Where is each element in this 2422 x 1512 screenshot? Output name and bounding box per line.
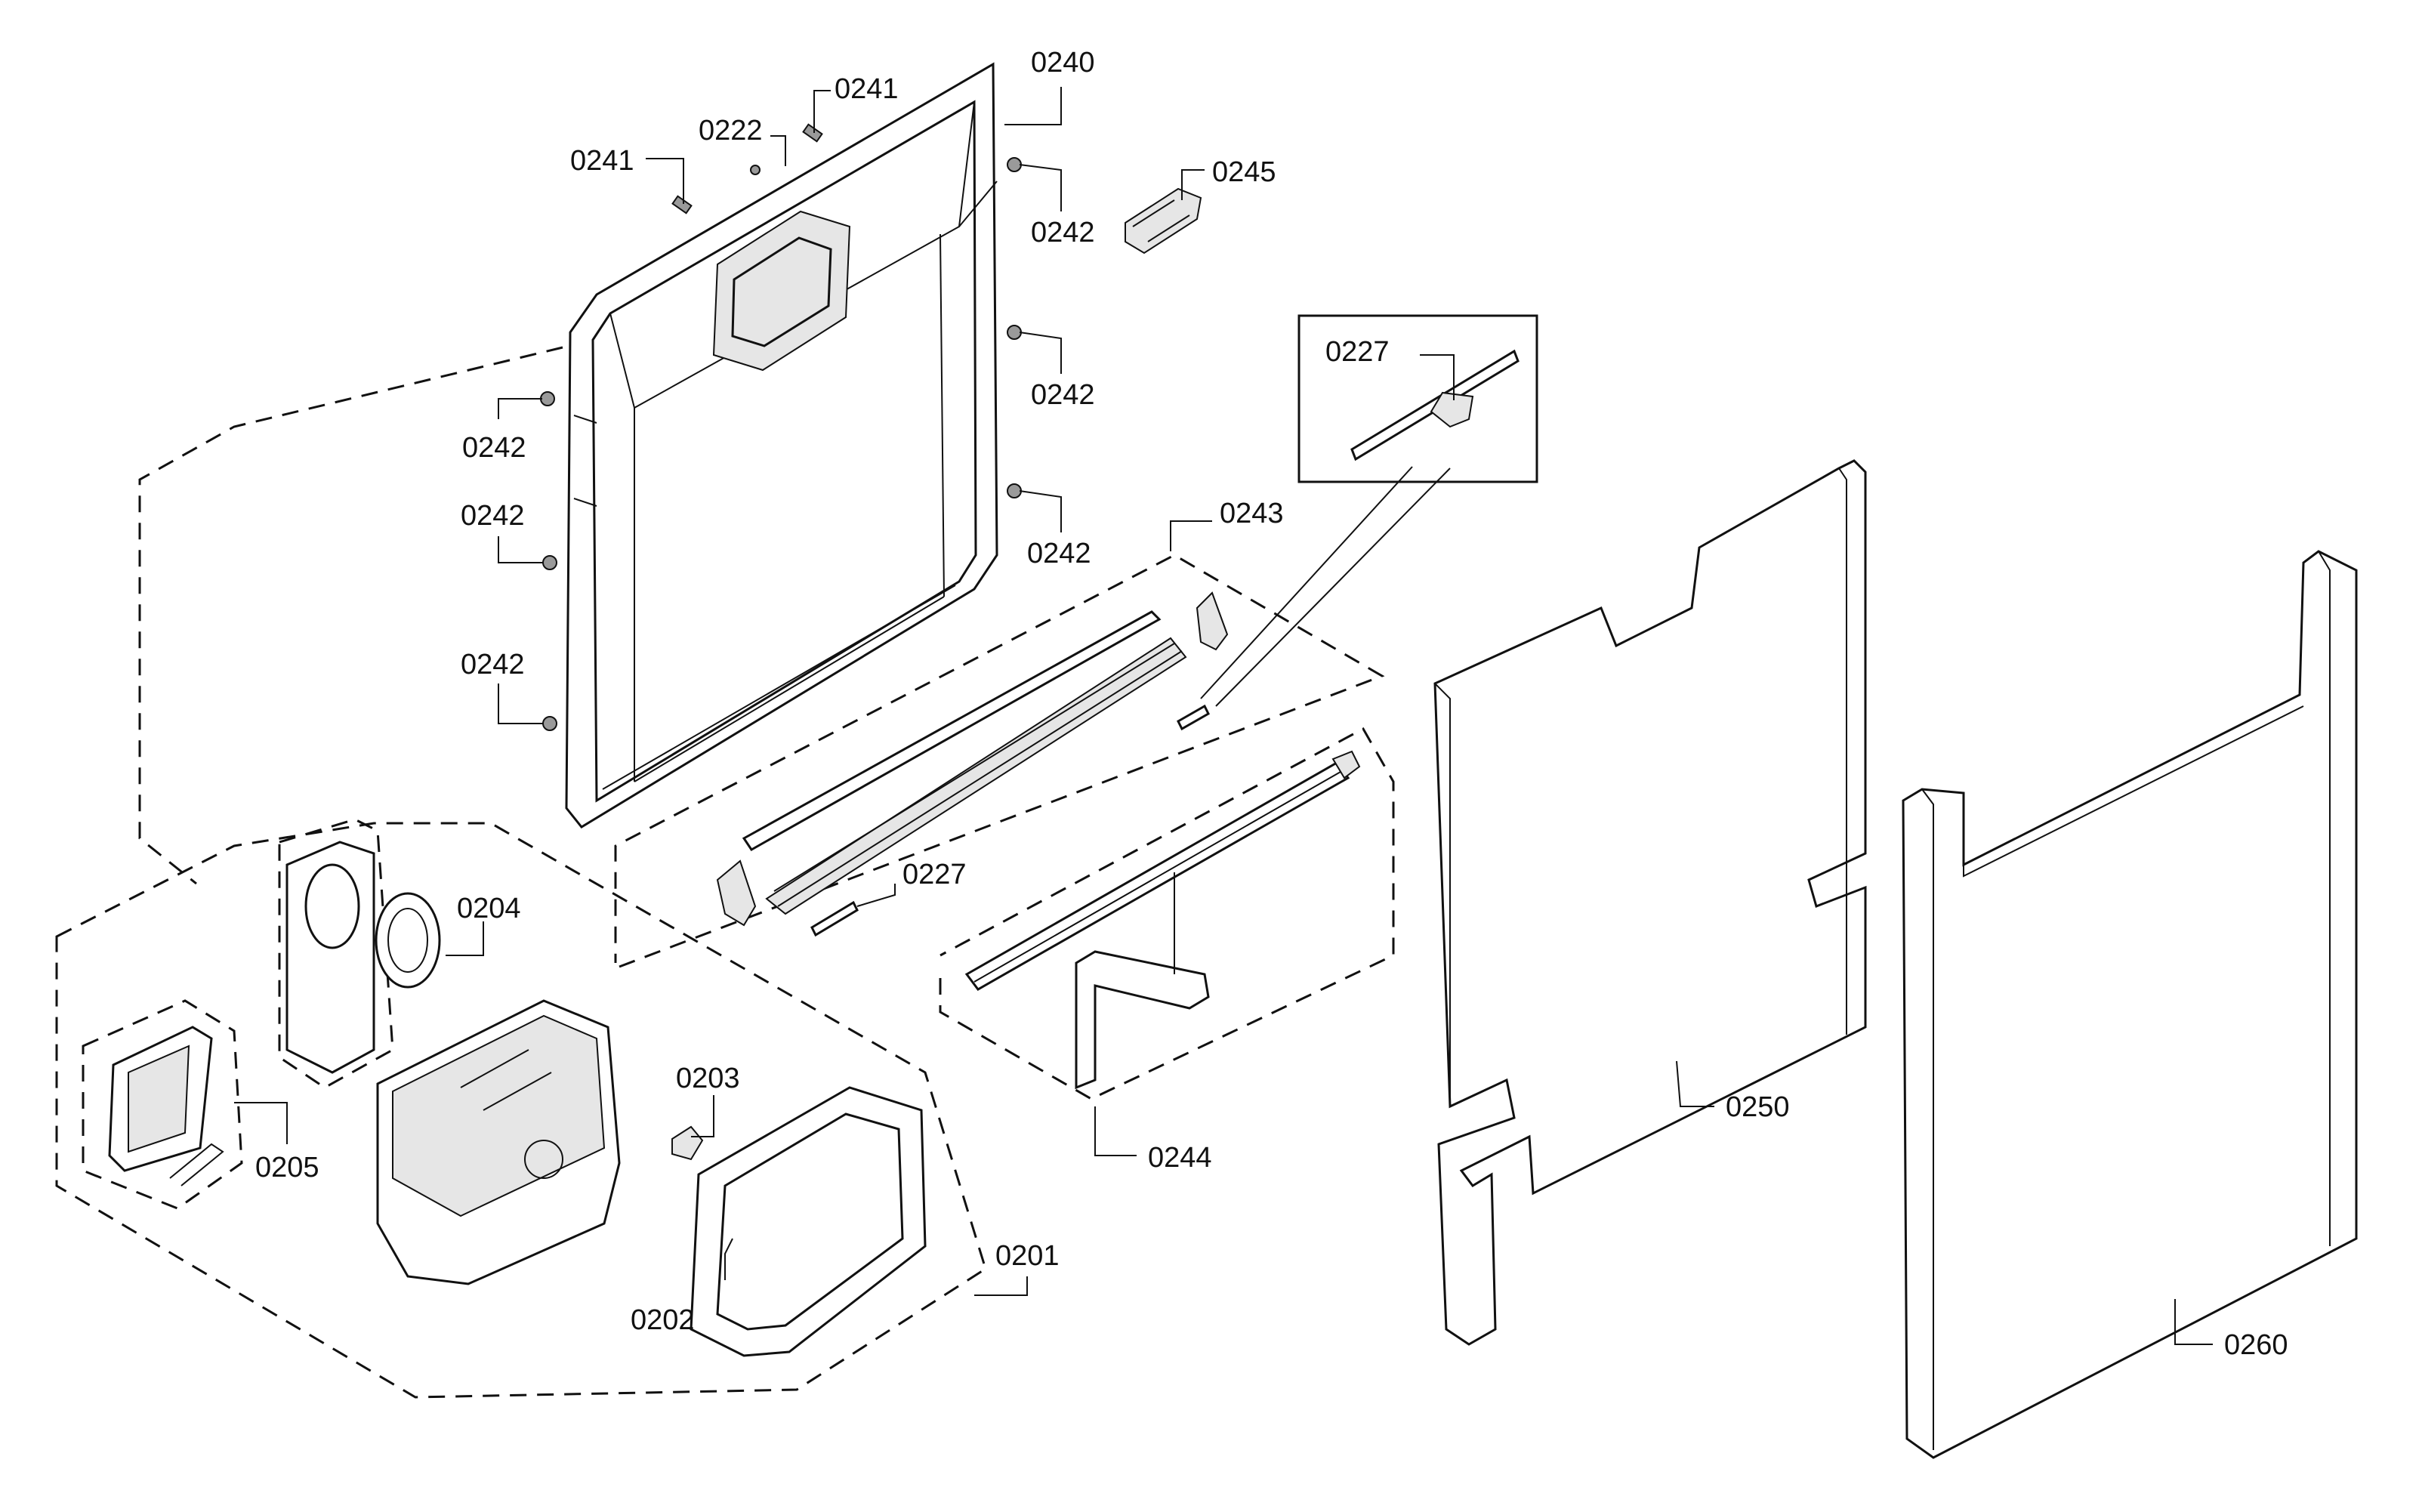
- assembly-outlines: [55, 346, 1395, 1399]
- screw-0241-top: [802, 123, 823, 143]
- label-0205: 0205: [255, 1152, 319, 1183]
- display-bracket-0204: [285, 841, 375, 1074]
- screw-0242-r2: [1007, 325, 1022, 340]
- label-0227-detail: 0227: [1325, 336, 1390, 368]
- detail-box-0227: [1200, 314, 1538, 707]
- screw-0241-left: [671, 195, 693, 214]
- inner-door-panel-0240: [565, 62, 998, 829]
- label-0242-l2: 0242: [461, 500, 525, 532]
- label-0241-left: 0241: [570, 145, 634, 177]
- leader-lines: [234, 87, 2213, 1345]
- bracket-left: [716, 859, 757, 927]
- seal-ring-0204: [375, 892, 441, 989]
- rail-group-0243: [716, 591, 1229, 937]
- screw-0222: [750, 165, 761, 175]
- detergent-dispenser-opening: [712, 210, 851, 372]
- label-0242-r2: 0242: [1031, 379, 1095, 411]
- screw-0242-l3: [542, 716, 557, 731]
- screw-0242-r3: [1007, 483, 1022, 498]
- control-panel-group-0201: [108, 841, 927, 1357]
- label-0222: 0222: [699, 115, 763, 147]
- bracket-right: [1196, 591, 1229, 651]
- callout-labels: 0240 0241 0222 0241 0245 0242 0242 0242 …: [255, 47, 2288, 1361]
- label-0243: 0243: [1220, 498, 1284, 529]
- rail-group-0244: [964, 750, 1361, 1090]
- label-0250: 0250: [1726, 1091, 1790, 1123]
- label-0201: 0201: [995, 1240, 1060, 1272]
- rail-group-0243-outline: [614, 554, 1385, 968]
- label-0242-l1: 0242: [462, 432, 526, 464]
- label-0204: 0204: [457, 893, 521, 924]
- label-0244: 0244: [1148, 1142, 1212, 1174]
- hinge-clip-0245: [1125, 187, 1202, 255]
- label-0241-top: 0241: [835, 73, 899, 105]
- outer-door-panel-0260: [1902, 550, 2358, 1459]
- display-frame-0202: [690, 1086, 927, 1357]
- clip-0227-lower: [810, 900, 859, 937]
- screw-0242-l1: [540, 391, 555, 406]
- screw-0242-r1: [1007, 157, 1022, 172]
- label-0240: 0240: [1031, 47, 1095, 79]
- label-0242-r3: 0242: [1027, 538, 1091, 569]
- label-0242-r1: 0242: [1031, 217, 1095, 248]
- label-0202: 0202: [631, 1304, 695, 1336]
- label-0227-lower: 0227: [902, 859, 967, 890]
- sub-group-0205-outline: [82, 999, 243, 1210]
- bracket-0244: [1075, 950, 1210, 1090]
- label-0242-l3: 0242: [461, 649, 525, 680]
- insulation-panel-0250: [1433, 459, 1867, 1346]
- screw-0242-l2: [542, 555, 557, 570]
- inner-door-group-outline: [138, 346, 563, 885]
- label-0245: 0245: [1212, 156, 1276, 188]
- label-0260: 0260: [2224, 1329, 2288, 1361]
- label-0203: 0203: [676, 1063, 740, 1094]
- knob-0203: [671, 1125, 704, 1161]
- control-panel-group-outline: [55, 822, 987, 1399]
- rail-group-0244-outline: [939, 727, 1395, 1100]
